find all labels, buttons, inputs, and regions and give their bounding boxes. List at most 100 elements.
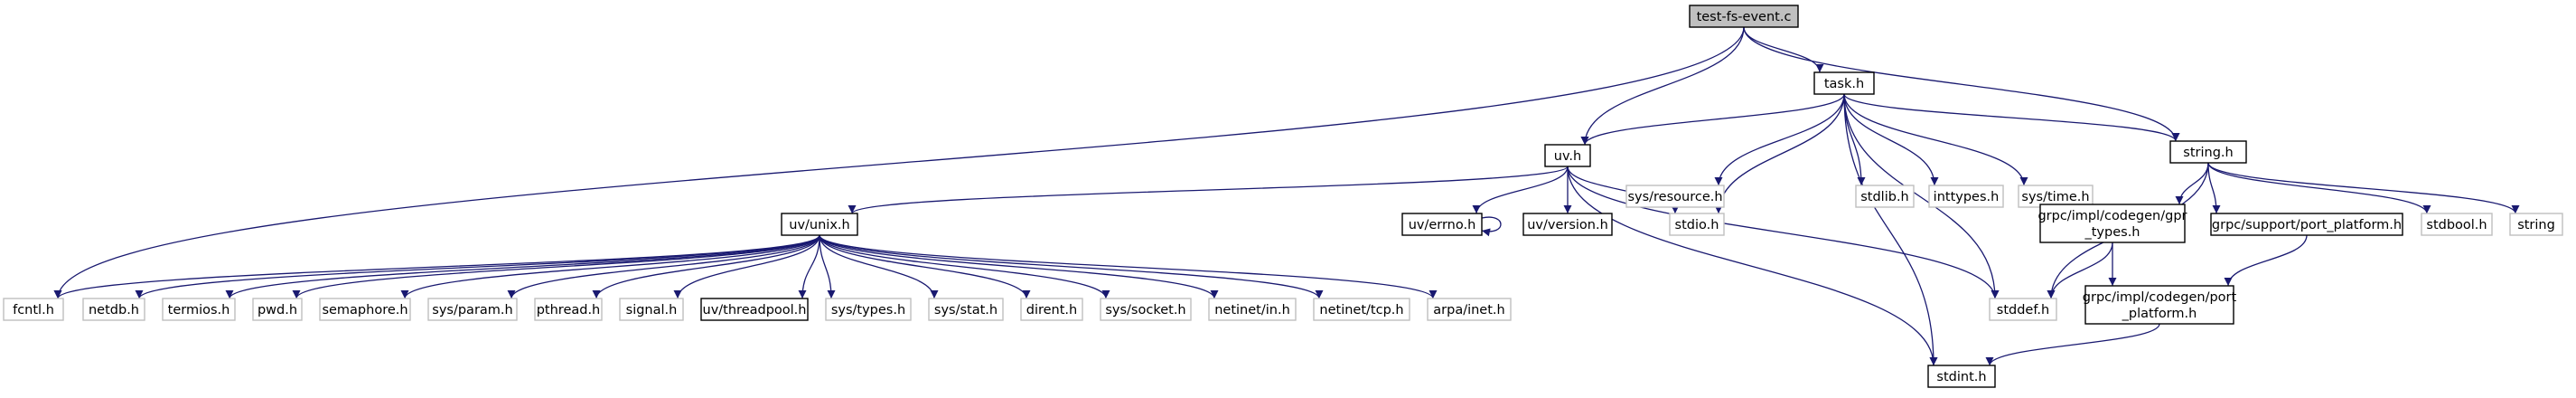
node-stddef-h: stddef.h xyxy=(1989,298,2057,321)
node-uv-errno-h[interactable]: uv/errno.h xyxy=(1401,213,1483,236)
node-box xyxy=(1689,5,1799,28)
node-label: signal.h xyxy=(626,303,678,317)
node-grpc-gpr-types-h[interactable]: grpc/impl/codegen/gpr _types.h xyxy=(2037,204,2187,243)
node-box xyxy=(2039,204,2186,243)
node-box xyxy=(1100,298,1192,321)
node-label: sys/resource.h xyxy=(1627,190,1722,204)
node-label: netinet/in.h xyxy=(1214,303,1290,317)
node-root: test-fs-event.c xyxy=(1689,5,1799,28)
node-box xyxy=(1669,213,1725,236)
edge-uv-unix-h-to-pwd-h xyxy=(292,234,820,299)
node-stdint-h[interactable]: stdint.h xyxy=(1927,365,1996,388)
node-label: fcntl.h xyxy=(13,303,54,317)
node-label: grpc/impl/codegen/gpr xyxy=(2037,209,2187,223)
node-box xyxy=(928,298,1004,321)
node-termios-h: termios.h xyxy=(162,298,236,321)
node-label: stdio.h xyxy=(1675,218,1719,232)
edge-uv-unix-h-to-sys-types-h xyxy=(819,234,836,299)
node-label: arpa/inet.h xyxy=(1433,303,1504,317)
edge-root-to-uv-h xyxy=(1580,26,1745,146)
node-task-h[interactable]: task.h xyxy=(1813,71,1875,95)
node-uv-version-h[interactable]: uv/version.h xyxy=(1522,213,1613,236)
node-box xyxy=(82,298,145,321)
node-signal-h: signal.h xyxy=(619,298,684,321)
node-box xyxy=(2018,185,2094,208)
node-label: stdint.h xyxy=(1936,370,1986,384)
edge-grpc-port-platform-h-to-stdint-h xyxy=(1985,323,2160,366)
node-label: grpc/impl/codegen/port xyxy=(2083,290,2237,305)
node-box xyxy=(1208,298,1297,321)
edge-uv-unix-h-to-pthread-h xyxy=(592,234,820,299)
node-label: uv/errno.h xyxy=(1409,218,1476,232)
node-box xyxy=(1855,185,1915,208)
node-label: netinet/tcp.h xyxy=(1319,303,1403,317)
node-box xyxy=(1989,298,2057,321)
node-box xyxy=(2169,140,2247,164)
node-box xyxy=(427,298,518,321)
node-grpc-port-platform-h[interactable]: grpc/impl/codegen/port_platform.h xyxy=(2083,285,2237,325)
node-label: inttypes.h xyxy=(1934,190,2000,204)
edge-root-to-string-h xyxy=(1743,26,2180,142)
node-sys-types-h: sys/types.h xyxy=(825,298,912,321)
edge-task-h-to-sys-time-h xyxy=(1843,93,2028,186)
node-box xyxy=(1625,185,1725,208)
node-sys-param-h: sys/param.h xyxy=(427,298,518,321)
node-box xyxy=(1020,298,1083,321)
node-label: stdbool.h xyxy=(2426,218,2487,232)
node-netinet-tcp-h: netinet/tcp.h xyxy=(1313,298,1410,321)
edge-root-to-task-h xyxy=(1743,26,1824,73)
node-label: uv.h xyxy=(1554,149,1581,164)
edge-task-h-to-string-h xyxy=(1843,93,2180,142)
node-label: uv/version.h xyxy=(1527,218,1608,232)
node-box xyxy=(2210,213,2403,236)
node-box xyxy=(319,298,411,321)
node-label: semaphore.h xyxy=(322,303,407,317)
node-box xyxy=(252,298,303,321)
edge-grpc-support-port-platform-h-to-grpc-port-platform-h xyxy=(2224,234,2308,287)
node-box xyxy=(2421,213,2493,236)
node-box xyxy=(825,298,912,321)
node-stdbool-h: stdbool.h xyxy=(2421,213,2493,236)
node-label: task.h xyxy=(1824,77,1864,91)
node-netinet-in-h: netinet/in.h xyxy=(1208,298,1297,321)
node-pthread-h: pthread.h xyxy=(534,298,603,321)
node-grpc-support-port-platform-h[interactable]: grpc/support/port_platform.h xyxy=(2210,213,2403,236)
node-label: _types.h xyxy=(2084,225,2140,240)
node-uv-unix-h[interactable]: uv/unix.h xyxy=(781,213,858,236)
node-fcntl-h: fcntl.h xyxy=(3,298,64,321)
node-sys-socket-h: sys/socket.h xyxy=(1100,298,1192,321)
edge-uv-unix-h-to-arpa-inet-h xyxy=(819,234,1438,299)
edge-uv-errno-h-to-uv-errno-h xyxy=(1481,216,1502,237)
node-label: pthread.h xyxy=(537,303,601,317)
node-label: string.h xyxy=(2183,146,2233,160)
node-box xyxy=(3,298,64,321)
edge-uv-unix-h-to-netinet-in-h xyxy=(819,234,1219,299)
node-label: string xyxy=(2517,218,2555,232)
node-box xyxy=(1427,298,1512,321)
edges-layer xyxy=(53,26,2520,366)
edge-task-h-to-uv-h xyxy=(1580,93,1845,146)
nodes-layer: test-fs-event.c task.h uv.h sys/resource.h s… xyxy=(3,5,2563,388)
edge-string-h-to-stdbool-h xyxy=(2207,162,2431,214)
edge-string-h-to-string xyxy=(2207,162,2520,214)
node-box xyxy=(1401,213,1483,236)
node-label: termios.h xyxy=(168,303,230,317)
node-label: pwd.h xyxy=(258,303,297,317)
node-uv-threadpool-h[interactable]: uv/threadpool.h xyxy=(700,298,809,321)
edge-uv-h-to-stdint-h xyxy=(1567,166,1938,366)
node-label: uv/unix.h xyxy=(789,218,849,232)
node-box xyxy=(1544,144,1591,167)
edge-uv-unix-h-to-termios-h xyxy=(225,234,820,299)
node-inttypes-h: inttypes.h xyxy=(1928,185,2004,208)
edge-uv-h-to-uv-unix-h xyxy=(848,166,1569,214)
edge-uv-h-to-uv-errno-h xyxy=(1472,166,1569,214)
node-string: string xyxy=(2509,213,2563,236)
edge-uv-unix-h-to-signal-h xyxy=(673,234,820,299)
node-string-h[interactable]: string.h xyxy=(2169,140,2247,164)
node-label: sys/stat.h xyxy=(934,303,998,317)
edge-uv-unix-h-to-fcntl-h xyxy=(53,234,820,299)
node-netdb-h: netdb.h xyxy=(82,298,145,321)
node-stdlib-h: stdlib.h xyxy=(1855,185,1915,208)
node-uv-h[interactable]: uv.h xyxy=(1544,144,1591,167)
